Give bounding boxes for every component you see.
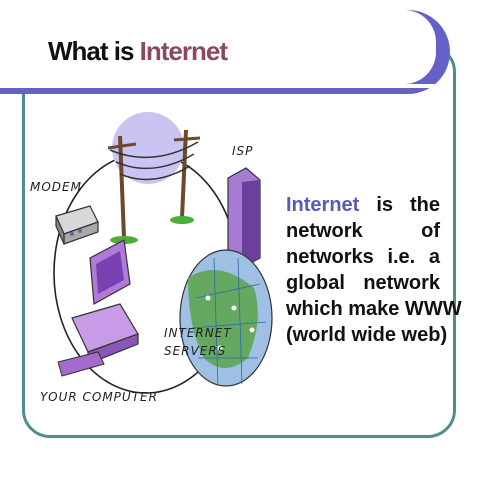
line-text: (world wide web) bbox=[286, 324, 448, 346]
description-line-1: Internet is the bbox=[286, 192, 440, 218]
isp-caption: ISP bbox=[232, 144, 254, 158]
word: a bbox=[428, 246, 440, 268]
description-line-3: networks i.e. a bbox=[286, 244, 440, 270]
word: network bbox=[286, 220, 363, 242]
keyword-internet: Internet bbox=[286, 194, 360, 216]
servers-caption-line1: INTERNET bbox=[164, 326, 232, 340]
internet-description: Internet is the network of networks i.e.… bbox=[286, 192, 462, 348]
title-prefix: What is bbox=[48, 36, 140, 66]
word: is bbox=[376, 194, 394, 216]
computer-caption: YOUR COMPUTER bbox=[40, 390, 158, 404]
word: of bbox=[421, 220, 440, 242]
servers-caption-line2: SERVERS bbox=[164, 344, 227, 358]
title-banner-divider bbox=[0, 84, 446, 88]
slide-title: What is Internet bbox=[48, 36, 228, 66]
isp-server-icon bbox=[227, 167, 261, 269]
description-line-6: (world wide web) bbox=[286, 322, 447, 348]
computer-icon bbox=[57, 239, 139, 377]
description-line-2: network of bbox=[286, 218, 440, 244]
internet-globe-icon bbox=[179, 249, 273, 387]
internet-illustration: MODEM ISP INTERNET SERVERS YOUR COMPUTER bbox=[28, 108, 278, 418]
description-line-5: which make WWW bbox=[286, 296, 462, 322]
network-diagram-graphic bbox=[53, 112, 273, 394]
telephone-poles-icon bbox=[107, 129, 201, 244]
word: the bbox=[410, 194, 440, 216]
title-accent: Internet bbox=[139, 36, 228, 66]
word: i.e. bbox=[387, 246, 416, 268]
modem-caption: MODEM bbox=[30, 180, 82, 194]
modem-icon bbox=[55, 205, 99, 245]
word: network bbox=[363, 272, 440, 294]
description-line-4: global network bbox=[286, 270, 440, 296]
title-banner bbox=[0, 10, 450, 94]
word: global bbox=[286, 272, 345, 294]
word: networks bbox=[286, 246, 374, 268]
line-text: which make WWW bbox=[286, 298, 462, 320]
title-banner-inner bbox=[0, 10, 436, 84]
